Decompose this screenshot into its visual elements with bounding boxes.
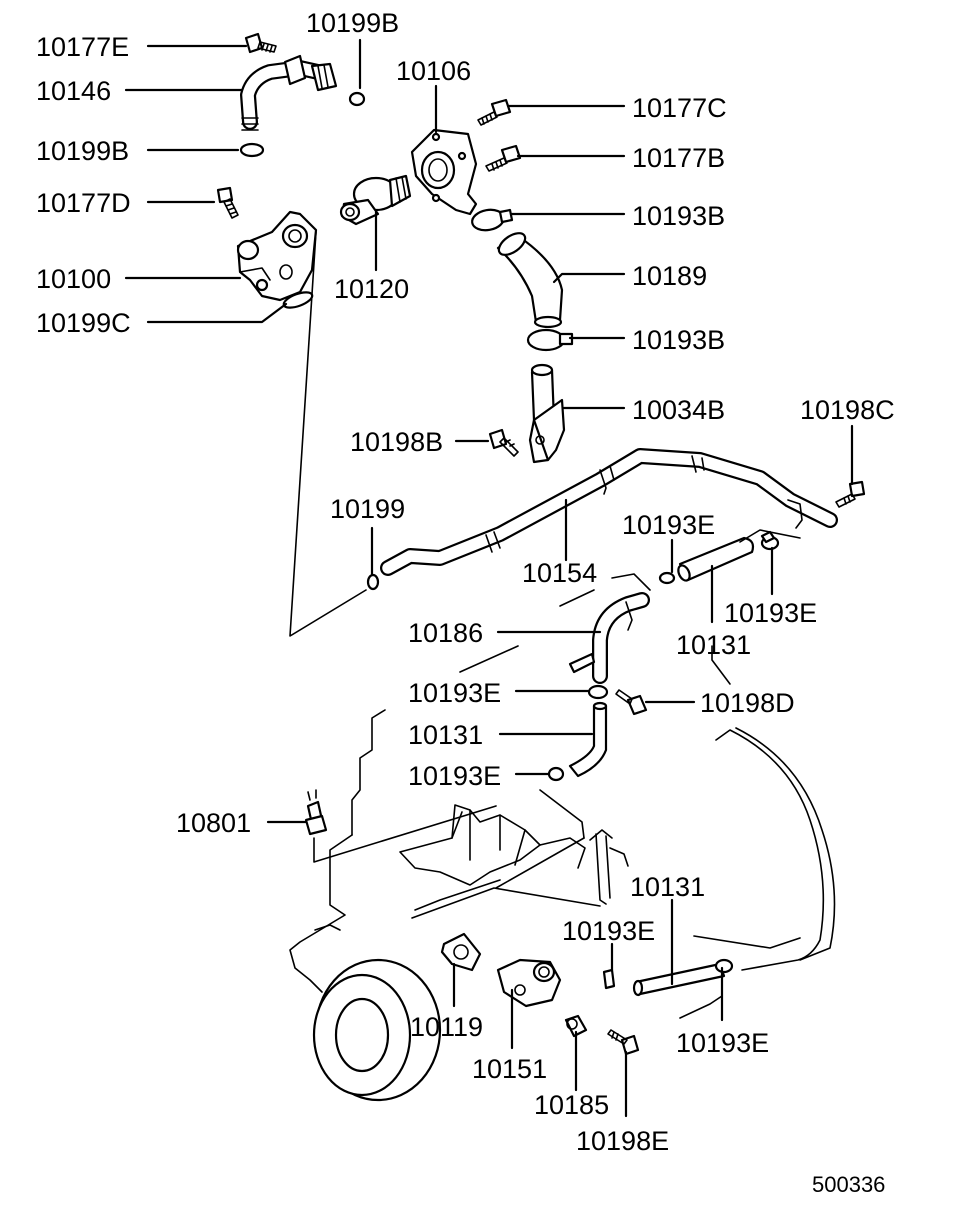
- label-10198e: 10198E: [576, 1126, 669, 1156]
- label-10193b-1: 10193B: [632, 201, 725, 231]
- label-10185: 10185: [534, 1090, 609, 1120]
- label-10151: 10151: [472, 1054, 547, 1084]
- label-10106: 10106: [396, 56, 471, 86]
- label-10198b: 10198B: [350, 427, 443, 457]
- label-10131-2: 10131: [408, 720, 483, 750]
- bolt-10198c: [835, 480, 866, 508]
- label-10034b: 10034B: [632, 395, 725, 425]
- bolt-10177e: [244, 32, 277, 54]
- label-10193e-4: 10193E: [408, 761, 501, 791]
- bolt-10177c: [477, 98, 512, 126]
- part-labels: 10177E 10199B 10146 10106 10177C 10199B …: [36, 8, 895, 1197]
- label-10193e-3: 10193E: [408, 678, 501, 708]
- housing-10100: [236, 210, 318, 302]
- housing-10151: [496, 958, 562, 1008]
- label-10193b-2: 10193B: [632, 325, 725, 355]
- leader-lines: [124, 38, 854, 1118]
- sensor-10801: [304, 789, 328, 836]
- hose-clamp-10193b-upper: [471, 208, 514, 232]
- label-10199b-top: 10199B: [306, 8, 399, 38]
- bolt-10198d: [615, 689, 648, 716]
- label-10193e-1: 10193E: [622, 510, 715, 540]
- bolt-10177d: [216, 186, 239, 219]
- hose-clamp-10193e-1: [658, 571, 676, 585]
- o-ring-10199: [366, 573, 380, 591]
- label-10193e-2: 10193E: [724, 598, 817, 628]
- label-10100: 10100: [36, 264, 111, 294]
- label-10120: 10120: [334, 274, 409, 304]
- label-10198d: 10198D: [700, 688, 795, 718]
- label-10199: 10199: [330, 494, 405, 524]
- hose-10131-lower-loop: [632, 727, 836, 997]
- label-10189: 10189: [632, 261, 707, 291]
- hose-clamp-10193e-6: [714, 958, 734, 974]
- water-pipe-10186: [568, 592, 650, 684]
- label-10193e-5: 10193E: [562, 916, 655, 946]
- plug-10185: [564, 1014, 588, 1038]
- hose-clamp-10193e-4: [547, 766, 565, 782]
- hose-clamp-10193e-5: [602, 968, 616, 990]
- engine-block-outline: [289, 709, 586, 1102]
- label-10801: 10801: [176, 808, 251, 838]
- hose-clamp-10193e-3: [587, 684, 609, 700]
- label-10199b-mid: 10199B: [36, 136, 129, 166]
- label-10131-1: 10131: [676, 630, 751, 660]
- o-ring-10199b-mid: [239, 142, 265, 158]
- label-10198c: 10198C: [800, 395, 895, 425]
- hose-10131-upper: [677, 536, 755, 582]
- hose-10131-middle: [568, 701, 608, 778]
- water-pipe-10154: [380, 448, 838, 576]
- gasket-10119: [440, 932, 482, 972]
- label-10177e: 10177E: [36, 32, 129, 62]
- o-ring-10199b-top: [348, 91, 366, 107]
- bolt-10177b: [485, 144, 522, 172]
- reference-number: 500336: [812, 1172, 885, 1197]
- pipe-10034b: [528, 363, 566, 464]
- label-10177d: 10177D: [36, 188, 131, 218]
- hose-clamp-10193b-lower: [526, 328, 574, 352]
- hose-10189: [496, 232, 564, 329]
- label-10186: 10186: [408, 618, 483, 648]
- thermostat-10120: [339, 174, 412, 226]
- label-10199c: 10199C: [36, 308, 131, 338]
- label-10177b: 10177B: [632, 143, 725, 173]
- small-pipe-block: [589, 829, 613, 905]
- elbow-pipe-10146: [240, 54, 338, 131]
- bolt-10198b: [488, 428, 519, 457]
- label-10154: 10154: [522, 558, 597, 588]
- label-10119: 10119: [410, 1012, 483, 1042]
- label-10193e-6: 10193E: [676, 1028, 769, 1058]
- label-10177c: 10177C: [632, 93, 727, 123]
- label-10146: 10146: [36, 76, 111, 106]
- bolt-10198e: [607, 1029, 640, 1056]
- hose-clamp-10193e-2: [760, 530, 780, 551]
- label-10131-3: 10131: [630, 872, 705, 902]
- water-outlet-10106: [410, 128, 478, 216]
